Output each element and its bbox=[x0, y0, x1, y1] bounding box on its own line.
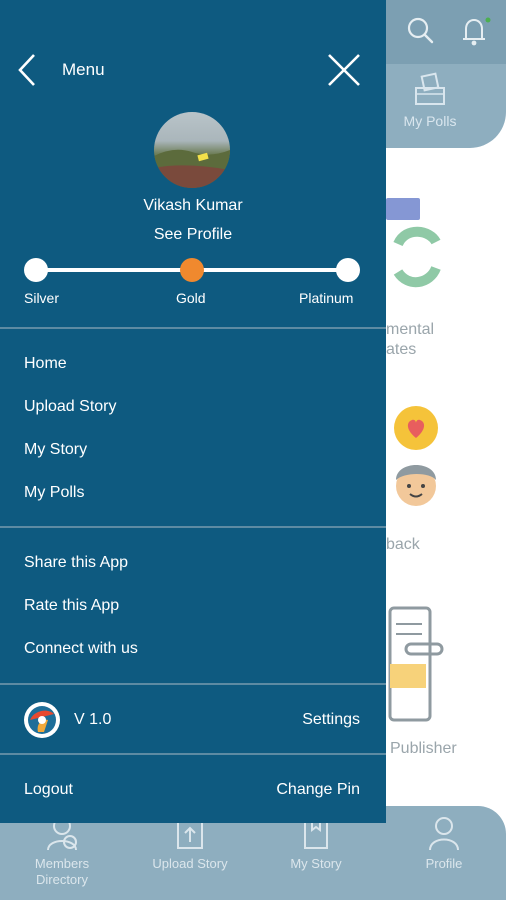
menu-item-share-app[interactable]: Share this App bbox=[24, 554, 129, 571]
divider bbox=[0, 327, 386, 329]
nav-my-story[interactable]: My Story bbox=[280, 814, 352, 872]
bg-card-label-2: back bbox=[386, 536, 420, 553]
profile-name: Vikash Kumar bbox=[143, 197, 243, 214]
nav-profile[interactable]: Profile bbox=[412, 814, 476, 872]
tier-marker-platinum[interactable] bbox=[336, 258, 360, 282]
bg-card-label-3: Publisher bbox=[390, 740, 457, 757]
logout-link[interactable]: Logout bbox=[24, 781, 73, 798]
menu-item-home[interactable]: Home bbox=[24, 355, 67, 372]
nav-my-story-label: My Story bbox=[290, 856, 342, 871]
divider bbox=[0, 526, 386, 528]
close-icon[interactable] bbox=[326, 52, 362, 88]
menu-item-upload-story[interactable]: Upload Story bbox=[24, 398, 117, 415]
bg-card-1-text: mental ates bbox=[386, 321, 435, 358]
search-icon[interactable] bbox=[406, 14, 436, 51]
bg-card-illustration-2 bbox=[386, 402, 446, 515]
ballot-box-icon bbox=[412, 72, 448, 109]
nav-members-directory-label: Members Directory bbox=[34, 856, 90, 887]
change-pin-link[interactable]: Change Pin bbox=[276, 781, 360, 798]
tier-label-gold: Gold bbox=[176, 290, 206, 306]
nav-profile-label: Profile bbox=[425, 856, 463, 871]
divider bbox=[0, 683, 386, 685]
menu-item-rate-app[interactable]: Rate this App bbox=[24, 597, 120, 614]
nav-upload-story-label: Upload Story bbox=[152, 856, 228, 871]
nav-members-directory[interactable]: Members Directory bbox=[22, 814, 102, 888]
menu-item-my-polls[interactable]: My Polls bbox=[24, 484, 85, 501]
tier-label-silver: Silver bbox=[24, 290, 60, 306]
tier-label-platinum: Platinum bbox=[299, 290, 354, 306]
back-arrow-icon[interactable] bbox=[14, 52, 40, 88]
tab-my-polls[interactable]: My Polls bbox=[394, 72, 466, 129]
menu-title: Menu bbox=[62, 60, 105, 79]
profile-icon bbox=[412, 814, 476, 852]
app-version: V 1.0 bbox=[74, 711, 112, 728]
app-logo-icon bbox=[24, 702, 60, 738]
see-profile-link[interactable]: See Profile bbox=[153, 226, 233, 243]
menu-item-my-story[interactable]: My Story bbox=[24, 441, 88, 458]
notification-bell-icon[interactable] bbox=[458, 14, 492, 53]
settings-link[interactable]: Settings bbox=[302, 711, 360, 728]
divider bbox=[0, 753, 386, 755]
menu-item-connect[interactable]: Connect with us bbox=[24, 640, 138, 657]
tab-my-polls-label: My Polls bbox=[403, 113, 457, 129]
navigation-drawer: Menu Vikash Kumar See Profile Silver Gol… bbox=[0, 0, 386, 823]
bg-card-label-1: mental ates bbox=[386, 320, 434, 360]
bg-card-illustration-3 bbox=[386, 604, 446, 727]
tier-marker-silver[interactable] bbox=[24, 258, 48, 282]
bg-card-illustration-1 bbox=[386, 196, 446, 305]
tier-marker-gold[interactable] bbox=[180, 258, 204, 282]
avatar[interactable] bbox=[154, 112, 230, 188]
